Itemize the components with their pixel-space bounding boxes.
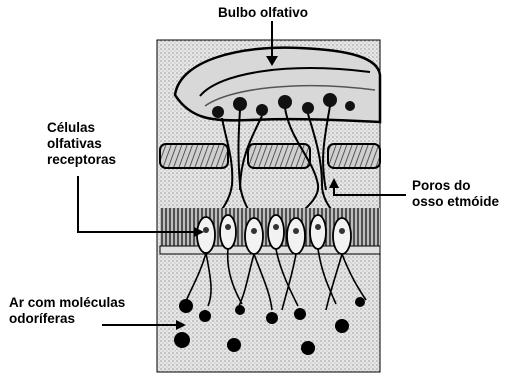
label-celulas-receptoras: Células olfativas receptoras: [47, 120, 116, 168]
label-celulas-line-1: Células: [47, 120, 116, 136]
label-celulas-line-2: olfativas: [47, 136, 116, 152]
label-poros-etmoide: Poros do osso etmóide: [412, 178, 499, 210]
label-ar-line-1: Ar com moléculas: [9, 295, 125, 311]
label-ar-line-2: odoríferas: [9, 311, 125, 327]
label-bulbo-olfativo: Bulbo olfativo: [218, 5, 308, 21]
label-poros-line-1: Poros do: [412, 178, 499, 194]
label-poros-line-2: osso etmóide: [412, 194, 499, 210]
ethmoid-bone-blocks: [160, 144, 380, 168]
label-celulas-line-3: receptoras: [47, 152, 116, 168]
label-ar-moleculas: Ar com moléculas odoríferas: [9, 295, 125, 327]
